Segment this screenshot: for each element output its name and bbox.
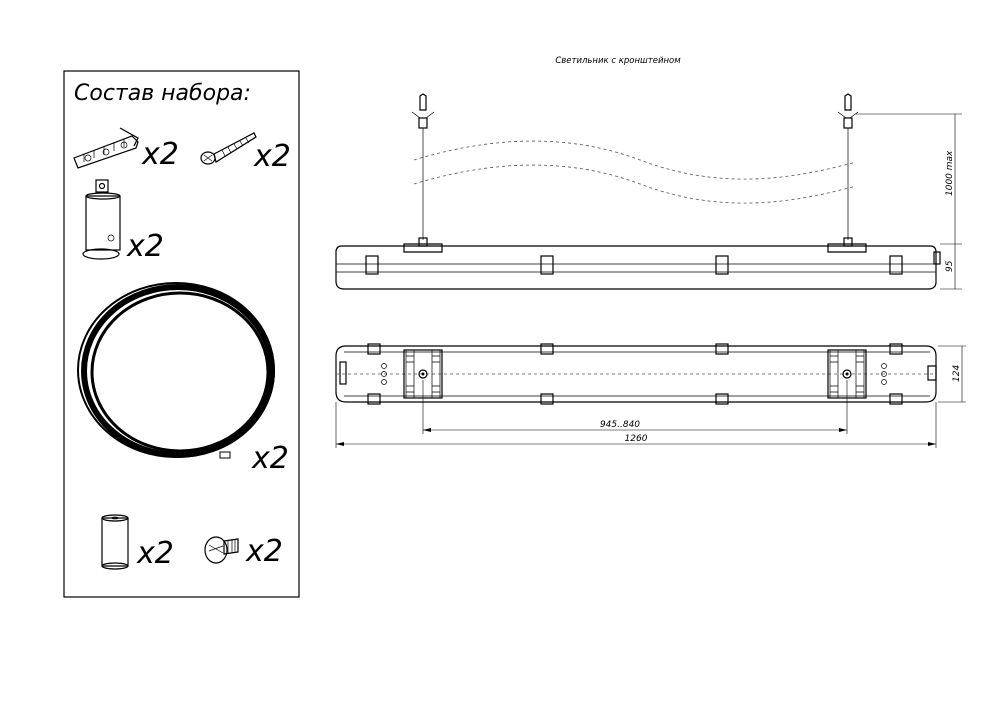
luminaire-body-side [335,245,937,290]
dim-mount-distance: 945..840 [600,420,640,430]
drawing-title: Светильник с кронштейном [555,56,681,66]
side-view: 1000 max 95 [335,93,962,290]
kit-heading: Состав набора: [74,81,251,106]
kit-frame [63,70,300,598]
luminaire-body-top [335,345,937,403]
dim-length: 1260 [625,434,648,444]
cable-clamp-icon [82,179,121,260]
side-clips [365,255,903,275]
dowel-qty: x2 [141,137,179,172]
cable-clamp-qty: x2 [126,229,164,264]
dim-hang-length: 1000 max [945,150,955,196]
top-view-clips [367,343,903,405]
kit-panel: Состав набора: x2 x2 x2 [63,70,300,598]
lock-screw-icon [204,536,239,564]
dim-width: 124 [952,365,962,382]
screw-icon [200,132,257,165]
break-line-bottom [413,164,857,204]
lock-screw-qty: x2 [245,534,283,569]
left-ceiling-mount-icon [411,93,435,129]
steel-cable-qty: x2 [251,441,289,476]
screw-qty: x2 [253,139,291,174]
steel-cable-icon [77,282,275,459]
sleeve-icon [101,514,129,570]
dowel-icon [73,127,139,169]
right-ceiling-mount-icon [837,93,859,129]
dim-height: 95 [945,260,955,272]
break-line-top [413,140,857,180]
screw-holes [381,363,887,385]
sleeve-qty: x2 [136,536,174,571]
top-view: 124 945..840 1260 [335,343,966,448]
